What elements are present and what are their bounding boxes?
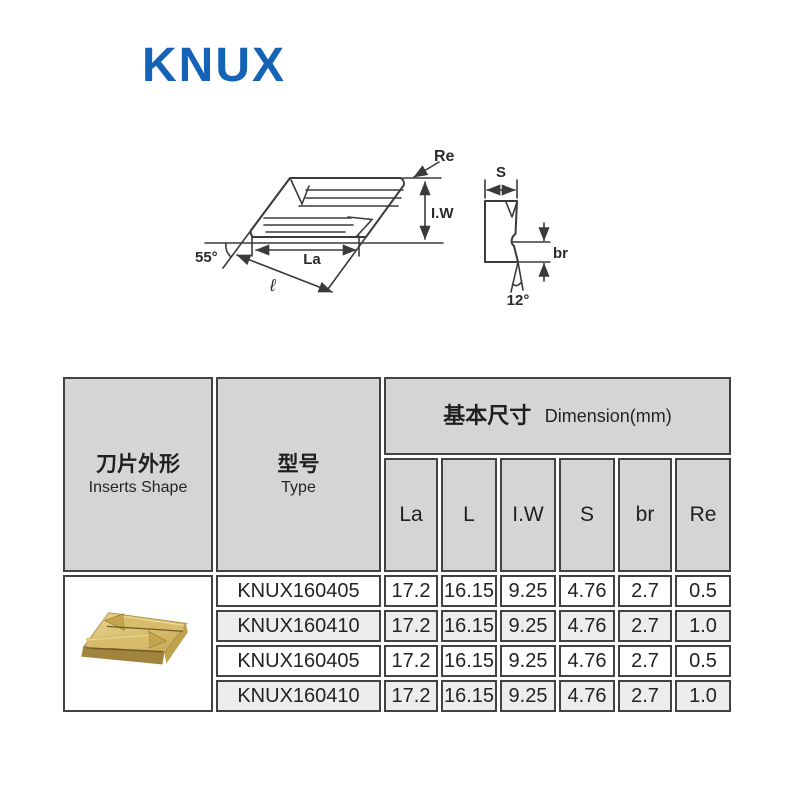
insert-photo-cell <box>63 575 213 712</box>
insert-top-highlight <box>123 615 184 626</box>
right-edge-extension <box>327 236 367 290</box>
column-header-iw: I.W <box>500 458 556 572</box>
l-value: 16.15 <box>441 610 497 642</box>
gold-insert-photo <box>81 611 188 664</box>
angle-arc <box>225 242 232 258</box>
top-groove-arrowhead <box>290 179 310 207</box>
insert-bottom-chipbreaker-arrow <box>148 630 167 648</box>
column-header-l: L <box>441 458 497 572</box>
type-cell: KNUX160410 <box>216 610 381 642</box>
re-value: 1.0 <box>675 610 731 642</box>
header-type-zh: 型号 <box>277 452 320 476</box>
l-value: 16.15 <box>441 645 497 677</box>
insert-top-groove-shadow <box>106 625 183 632</box>
relief-angle-arc <box>511 281 523 287</box>
br-value: 2.7 <box>618 575 672 607</box>
header-inserts-shape-en: Inserts Shape <box>88 478 188 496</box>
column-header-br: br <box>618 458 672 572</box>
top-groove-lines <box>298 189 404 207</box>
header-type: 型号 Type <box>216 377 381 572</box>
bottom-groove-lines <box>263 217 354 233</box>
insert-bottom-highlight <box>87 634 149 641</box>
top-notch-lines <box>505 201 518 218</box>
brand-logo: KNUX <box>142 39 287 92</box>
br-value: 2.7 <box>618 680 672 712</box>
column-header-s: S <box>559 458 615 572</box>
re-value: 0.5 <box>675 575 731 607</box>
table-row: KNUX160405 17.2 16.15 9.25 4.76 2.7 0.5 <box>63 575 731 712</box>
angle-12-label: 12° <box>507 292 530 309</box>
s-label: S <box>496 164 506 181</box>
header-dimension: 基本尺寸 Dimension(mm) <box>384 377 731 455</box>
side-profile-outline <box>484 200 519 263</box>
re-value: 1.0 <box>675 680 731 712</box>
l-label: ℓ <box>269 276 276 295</box>
type-cell: KNUX160405 <box>216 645 381 677</box>
insert-top-view-diagram: Re I.W La ℓ 55° <box>195 148 455 295</box>
la-value: 17.2 <box>384 645 438 677</box>
iw-value: 9.25 <box>500 575 556 607</box>
br-value: 2.7 <box>618 610 672 642</box>
relief-angle-lines <box>510 261 524 293</box>
insert-right-face <box>164 622 188 663</box>
iw-value: 9.25 <box>500 680 556 712</box>
angle-55-label: 55° <box>195 249 218 266</box>
la-value: 17.2 <box>384 610 438 642</box>
header-inserts-shape: 刀片外形 Inserts Shape <box>63 377 213 572</box>
la-extension-ticks <box>251 235 360 257</box>
br-extension-lines <box>512 241 551 263</box>
header-inserts-shape-zh: 刀片外形 <box>96 452 180 476</box>
br-value: 2.7 <box>618 645 672 677</box>
insert-bottom-groove-shadow <box>86 646 164 652</box>
bottom-groove-arrowhead <box>347 216 374 237</box>
iw-value: 9.25 <box>500 610 556 642</box>
s-extension-lines <box>484 179 518 199</box>
header-dimension-zh: 基本尺寸 <box>443 403 532 428</box>
spec-table: 刀片外形 Inserts Shape 型号 Type 基本尺寸 Dimensio… <box>60 374 734 715</box>
l-value: 16.15 <box>441 575 497 607</box>
left-edge-extension <box>222 177 291 269</box>
la-label: La <box>303 251 321 268</box>
column-header-la: La <box>384 458 438 572</box>
type-cell: KNUX160410 <box>216 680 381 712</box>
column-header-re: Re <box>675 458 731 572</box>
iw-label: I.W <box>431 205 454 222</box>
s-value: 4.76 <box>559 575 615 607</box>
type-cell: KNUX160405 <box>216 575 381 607</box>
re-leader-arrow <box>413 161 440 178</box>
insert-side-view-diagram: S br 12° <box>484 164 568 309</box>
br-label: br <box>553 245 568 262</box>
l-value: 16.15 <box>441 680 497 712</box>
header-type-en: Type <box>281 478 316 496</box>
insert-outline <box>249 177 405 238</box>
s-value: 4.76 <box>559 610 615 642</box>
s-value: 4.76 <box>559 680 615 712</box>
s-value: 4.76 <box>559 645 615 677</box>
re-label: Re <box>434 148 455 165</box>
la-value: 17.2 <box>384 680 438 712</box>
insert-bottom-chipbreaker-bar <box>86 632 150 649</box>
l-dimension-arrow <box>236 254 333 293</box>
iw-value: 9.25 <box>500 645 556 677</box>
insert-front-face <box>81 645 165 664</box>
header-dimension-en: Dimension(mm) <box>544 406 672 426</box>
re-value: 0.5 <box>675 645 731 677</box>
la-value: 17.2 <box>384 575 438 607</box>
